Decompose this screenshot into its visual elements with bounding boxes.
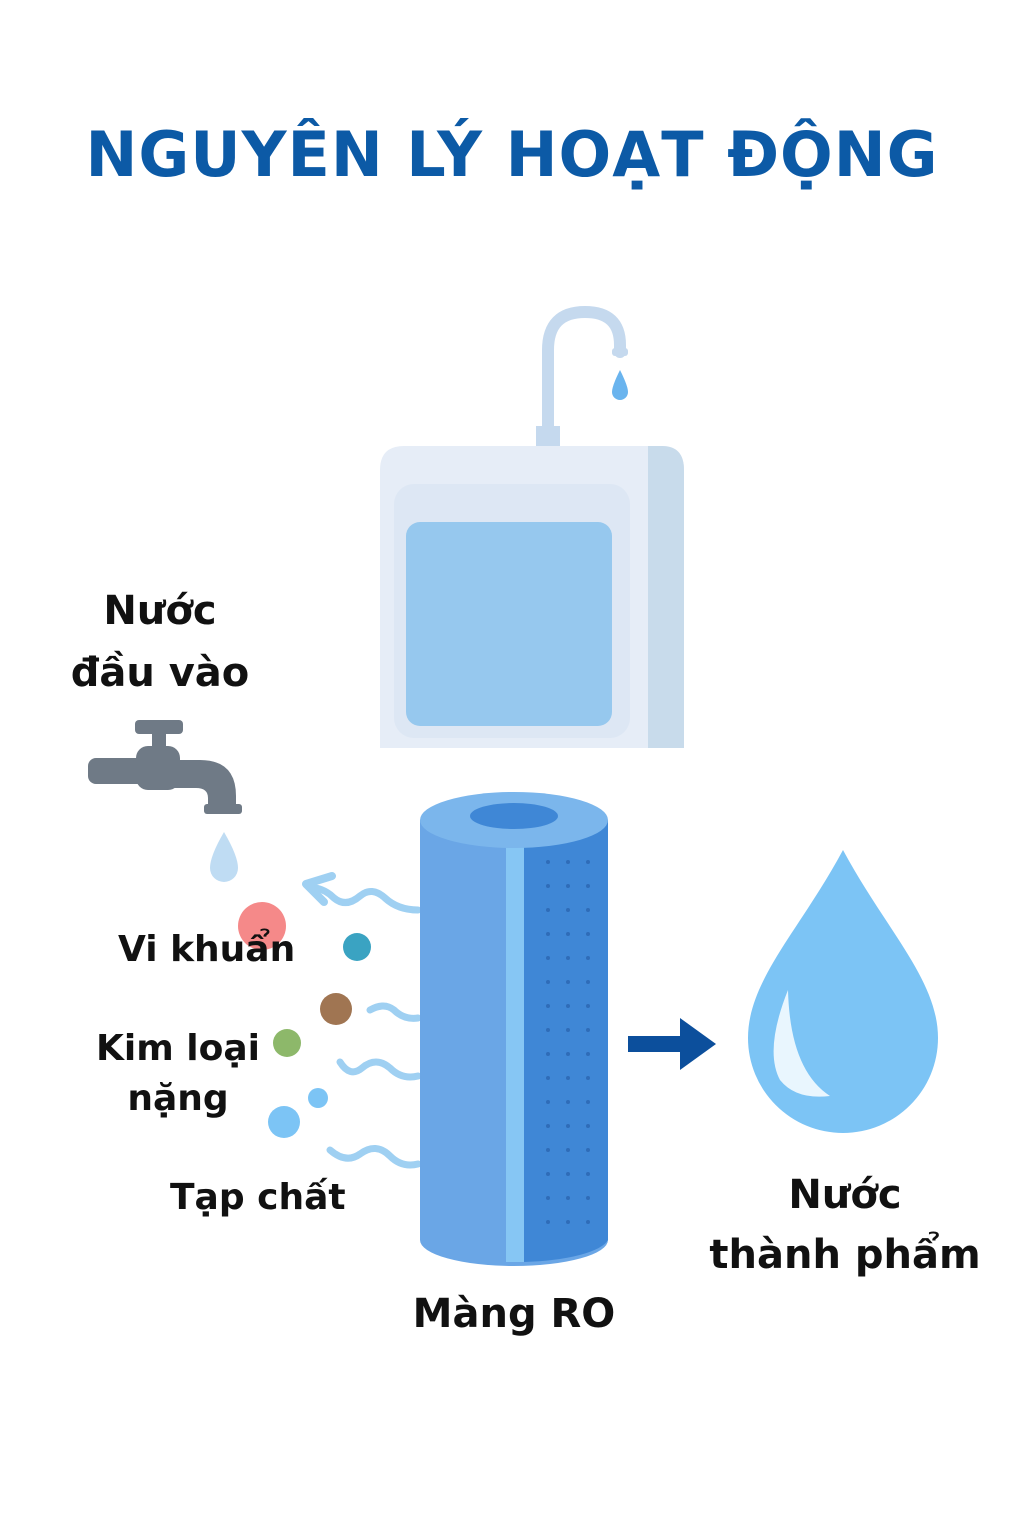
- membrane-pore: [586, 908, 590, 912]
- membrane-pore: [586, 932, 590, 936]
- membrane-pore: [546, 860, 550, 864]
- membrane-pore: [566, 1172, 570, 1176]
- impurity-particle-small: [308, 1088, 328, 1108]
- membrane-pore: [586, 1076, 590, 1080]
- impurities-label: Tạp chất: [170, 1177, 346, 1218]
- membrane-pore: [566, 1196, 570, 1200]
- membrane-pore: [566, 1028, 570, 1032]
- heavy-metals-label-line2: nặng: [127, 1078, 229, 1119]
- membrane-pore: [566, 932, 570, 936]
- output-water-label-line1: Nước: [788, 1172, 902, 1218]
- membrane-pore: [546, 1124, 550, 1128]
- membrane-pore: [546, 1220, 550, 1224]
- membrane-pore: [586, 980, 590, 984]
- membrane-pore: [586, 1148, 590, 1152]
- membrane-pore: [546, 1052, 550, 1056]
- membrane-pore: [546, 1148, 550, 1152]
- membrane-pore: [586, 1196, 590, 1200]
- membrane-pore: [566, 908, 570, 912]
- contaminant-particle-brown: [320, 993, 352, 1025]
- output-water-label-line2: thành phẩm: [709, 1232, 981, 1278]
- membrane-pore: [546, 980, 550, 984]
- bacteria-label: Vi khuẩn: [118, 929, 296, 970]
- membrane-pore: [566, 1124, 570, 1128]
- ro-membrane-label: Màng RO: [412, 1291, 616, 1337]
- input-water-label-line2: đầu vào: [70, 650, 250, 696]
- membrane-pore: [586, 1124, 590, 1128]
- input-water-label: Nước đầu vào: [40, 580, 280, 704]
- heavy-metals-label-line1: Kim loại: [96, 1028, 260, 1069]
- output-water-label: Nước thành phẩm: [690, 1165, 1000, 1285]
- membrane-pore: [566, 1100, 570, 1104]
- membrane-pore: [546, 1196, 550, 1200]
- ro-membrane-icon: [420, 792, 608, 1266]
- contaminant-particle-teal: [343, 933, 371, 961]
- membrane-pore: [566, 1004, 570, 1008]
- page-title: NGUYÊN LÝ HOẠT ĐỘNG: [85, 118, 939, 191]
- heavy-metals-label: Kim loại nặng: [90, 1024, 266, 1124]
- membrane-pore: [546, 956, 550, 960]
- membrane-pore: [546, 908, 550, 912]
- membrane-pore: [566, 1052, 570, 1056]
- membrane-pore: [546, 932, 550, 936]
- membrane-pore: [586, 1220, 590, 1224]
- membrane-pore: [566, 1220, 570, 1224]
- membrane-pore: [546, 1004, 550, 1008]
- membrane-pore: [566, 956, 570, 960]
- membrane-pore: [586, 1100, 590, 1104]
- membrane-pore: [546, 1076, 550, 1080]
- impurity-particle-large: [268, 1106, 300, 1138]
- membrane-pore: [586, 1052, 590, 1056]
- input-water-drop-icon: [210, 832, 238, 882]
- membrane-pore: [566, 884, 570, 888]
- heavy-metal-particle: [273, 1029, 301, 1057]
- membrane-pore: [586, 884, 590, 888]
- purifier-icon: [380, 305, 684, 748]
- rejection-waves: [302, 872, 422, 1169]
- membrane-pore: [586, 1004, 590, 1008]
- membrane-pore: [586, 956, 590, 960]
- membrane-pore: [586, 1028, 590, 1032]
- membrane-pore: [566, 860, 570, 864]
- water-drop-icon: [748, 850, 938, 1133]
- bacteria-particle: [238, 902, 286, 950]
- membrane-pore: [586, 860, 590, 864]
- membrane-pore: [546, 1028, 550, 1032]
- membrane-pore: [566, 980, 570, 984]
- input-water-label-line1: Nước: [103, 588, 217, 634]
- membrane-pore: [546, 1172, 550, 1176]
- membrane-pore: [566, 1148, 570, 1152]
- membrane-pore: [586, 1172, 590, 1176]
- faucet-icon: [88, 720, 242, 814]
- membrane-pore: [546, 1100, 550, 1104]
- membrane-pore: [566, 1076, 570, 1080]
- membrane-pore: [546, 884, 550, 888]
- arrow-right-icon: [628, 1018, 716, 1070]
